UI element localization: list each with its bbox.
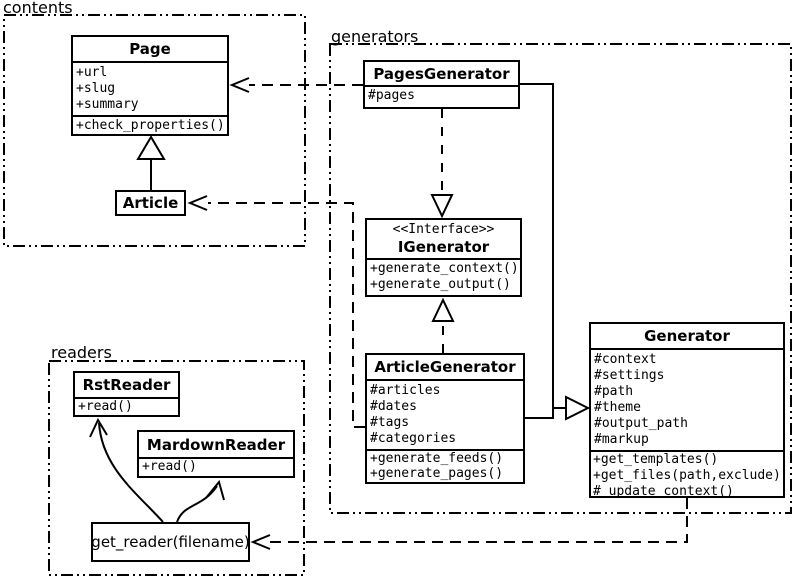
class-title-rstreader: RstReader [75, 373, 178, 399]
edge-getreader-to-rstreader [89, 417, 164, 523]
edge-getreader-to-mardownreader [176, 479, 225, 523]
class-attribute: #dates [370, 399, 417, 414]
package-label-generators: generators [331, 27, 419, 46]
realization-pagesgenerator-to-igenerator [430, 109, 454, 219]
class-attributes-pagesgenerator: #pages [365, 87, 518, 107]
class-box-article: Article [115, 190, 186, 216]
class-methods-igenerator: +generate_context() +generate_output() [367, 260, 520, 295]
class-box-mardownreader: MardownReader +read() [137, 430, 295, 478]
class-methods-mardownreader: +read() [139, 459, 293, 476]
class-method: +read() [142, 459, 197, 474]
class-attributes-generator: #context #settings #path #theme #output_… [591, 350, 783, 452]
class-box-igenerator: <<Interface>> IGenerator +generate_conte… [365, 218, 522, 297]
class-title-article: Article [122, 194, 179, 212]
class-attribute: #markup [594, 432, 649, 447]
class-attribute: #settings [594, 368, 665, 383]
class-method: +generate_pages() [370, 466, 504, 481]
class-box-articlegenerator: ArticleGenerator #articles #dates #tags … [365, 353, 525, 484]
class-method: +generate_feeds() [370, 451, 504, 466]
dependency-articlegenerator-to-article [187, 195, 365, 428]
class-attribute: #path [594, 384, 634, 399]
class-box-rstreader: RstReader +read() [73, 371, 180, 417]
generalization-article-to-page [136, 135, 166, 190]
class-method: +read() [78, 399, 133, 414]
class-attribute: #context [594, 352, 657, 367]
class-attribute: +summary [76, 97, 139, 112]
class-box-generator: Generator #context #settings #path #them… [589, 322, 785, 498]
class-title-page: Page [73, 37, 227, 63]
class-attribute: #categories [370, 431, 457, 446]
generalization-articlegenerator-to-generator [525, 408, 554, 419]
class-method: +get_files(path,exclude) [593, 468, 781, 483]
realization-articlegenerator-to-igenerator [431, 297, 455, 353]
class-attribute: #output_path [594, 416, 688, 431]
class-attribute: +url [76, 65, 108, 80]
dependency-generator-to-getreader [250, 498, 688, 550]
class-title-igenerator: <<Interface>> IGenerator [367, 220, 520, 260]
package-border-generators [329, 43, 792, 514]
class-attribute: #tags [370, 415, 410, 430]
class-title-text: IGenerator [397, 238, 490, 256]
generalization-pagesgenerator-to-generator [520, 83, 566, 409]
dependency-pagesgenerator-to-page [229, 77, 363, 93]
class-attribute: +slug [76, 81, 116, 96]
class-methods-rstreader: +read() [75, 399, 178, 415]
class-methods-articlegenerator: +generate_feeds() +generate_pages() [367, 451, 523, 482]
class-box-page: Page +url +slug +summary +check_properti… [71, 35, 229, 136]
package-label-readers: readers [51, 343, 112, 362]
package-border-readers [48, 360, 305, 576]
class-attributes-articlegenerator: #articles #dates #tags #categories [367, 381, 523, 451]
class-method: +get_templates() [593, 452, 719, 467]
function-box-get-reader: get_reader(filename) [91, 522, 250, 562]
class-stereotype: <<Interface>> [392, 222, 495, 237]
class-box-pagesgenerator: PagesGenerator #pages [363, 60, 520, 109]
class-title-mardownreader: MardownReader [139, 432, 293, 459]
class-methods-page: +check_properties() [73, 117, 227, 134]
class-attribute: #pages [368, 88, 415, 103]
class-method: +generate_context() [370, 261, 519, 276]
class-attribute: #theme [594, 400, 641, 415]
class-method: +check_properties() [76, 118, 225, 133]
package-border-contents [3, 14, 306, 247]
class-method: #_update_context() [593, 484, 734, 496]
class-attributes-page: +url +slug +summary [73, 63, 227, 117]
class-title-generator: Generator [591, 324, 783, 350]
class-attribute: #articles [370, 383, 441, 398]
class-title-articlegenerator: ArticleGenerator [367, 355, 523, 381]
class-title-pagesgenerator: PagesGenerator [365, 62, 518, 87]
package-label-contents: contents [3, 0, 73, 17]
class-method: +generate_output() [370, 277, 511, 292]
class-methods-generator: +get_templates() +get_files(path,exclude… [591, 452, 783, 496]
generalization-triangle-generator [565, 395, 591, 421]
